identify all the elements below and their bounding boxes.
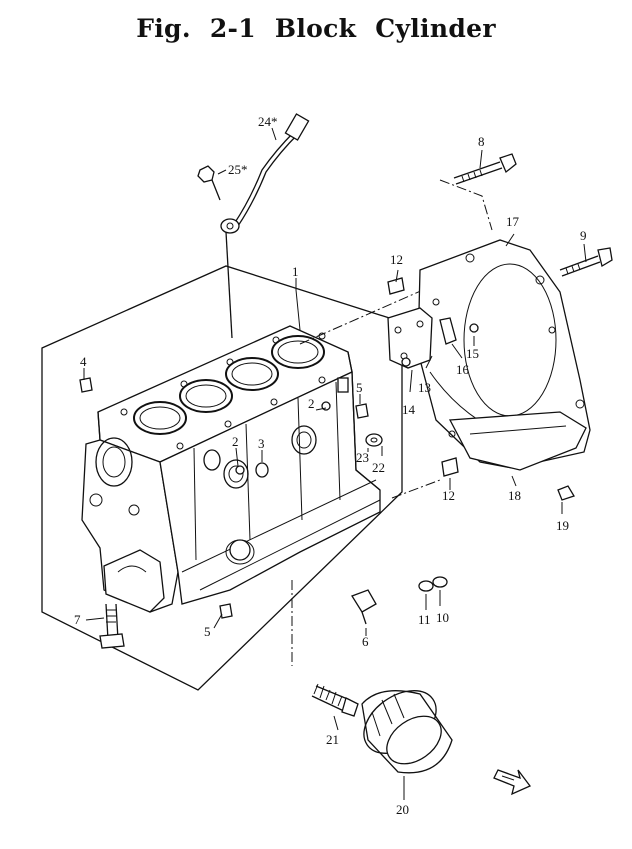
part-15 bbox=[469, 323, 479, 333]
callout-15: 15 bbox=[466, 346, 479, 361]
callout-2-upper: 2 bbox=[308, 396, 315, 411]
callout-20: 20 bbox=[396, 802, 409, 817]
part-5-lower bbox=[219, 603, 233, 619]
callout-23: 23 bbox=[356, 450, 369, 465]
washer-11 bbox=[418, 580, 434, 592]
callout-3: 3 bbox=[258, 436, 265, 451]
washer-10 bbox=[432, 576, 448, 588]
callout-25: 25* bbox=[228, 162, 248, 177]
bolt-9 bbox=[559, 247, 613, 277]
callout-1: 1 bbox=[292, 264, 299, 279]
callout-16: 16 bbox=[456, 362, 470, 377]
callout-4: 4 bbox=[80, 354, 87, 369]
part-16 bbox=[439, 317, 457, 345]
assembly-box bbox=[41, 265, 403, 691]
callout-5-upper: 5 bbox=[356, 380, 363, 395]
callout-13: 13 bbox=[418, 380, 431, 395]
oil-pressure-switch bbox=[351, 589, 377, 625]
knock-sensor bbox=[220, 113, 310, 339]
dowel-pin-lower bbox=[441, 457, 459, 477]
callout-19: 19 bbox=[556, 518, 569, 533]
callout-labels: 1 2 2 3 4 5 5 6 7 8 9 10 11 12 12 13 14 … bbox=[74, 114, 587, 817]
callout-10: 10 bbox=[436, 610, 449, 625]
dowel-pin-upper bbox=[387, 277, 405, 295]
callout-21: 21 bbox=[326, 732, 339, 747]
callout-12-upper: 12 bbox=[390, 252, 403, 267]
callout-18: 18 bbox=[508, 488, 521, 503]
part-22 bbox=[365, 433, 383, 447]
callout-8: 8 bbox=[478, 134, 485, 149]
front-arrow-icon bbox=[493, 769, 532, 796]
rear-plate bbox=[417, 239, 591, 469]
leader-lines bbox=[83, 127, 587, 800]
callout-9: 9 bbox=[580, 228, 587, 243]
part-2-lower bbox=[235, 465, 245, 475]
callout-14: 14 bbox=[402, 402, 416, 417]
callout-22: 22 bbox=[372, 460, 385, 475]
part-19 bbox=[557, 485, 575, 501]
part-5-upper bbox=[355, 403, 369, 419]
callout-5-lower: 5 bbox=[204, 624, 211, 639]
callout-24: 24* bbox=[258, 114, 278, 129]
bolt-8 bbox=[453, 153, 517, 185]
figure-title: Fig. 2-1 Block Cylinder bbox=[136, 14, 496, 43]
callout-11: 11 bbox=[418, 612, 431, 627]
lower-plate bbox=[448, 411, 587, 471]
bolt-25 bbox=[197, 165, 221, 201]
callout-6: 6 bbox=[362, 634, 369, 649]
oil-filter bbox=[361, 690, 453, 774]
callout-12-lower: 12 bbox=[442, 488, 455, 503]
part-14 bbox=[401, 357, 411, 367]
union-bolt bbox=[311, 683, 359, 717]
bolt-7 bbox=[99, 603, 125, 649]
callout-17: 17 bbox=[506, 214, 520, 229]
cylinder-block bbox=[81, 325, 381, 613]
part-4 bbox=[79, 377, 93, 393]
callout-2-lower: 2 bbox=[232, 434, 239, 449]
part-3 bbox=[255, 462, 269, 478]
callout-7: 7 bbox=[74, 612, 81, 627]
oil-seal-housing bbox=[387, 307, 433, 369]
